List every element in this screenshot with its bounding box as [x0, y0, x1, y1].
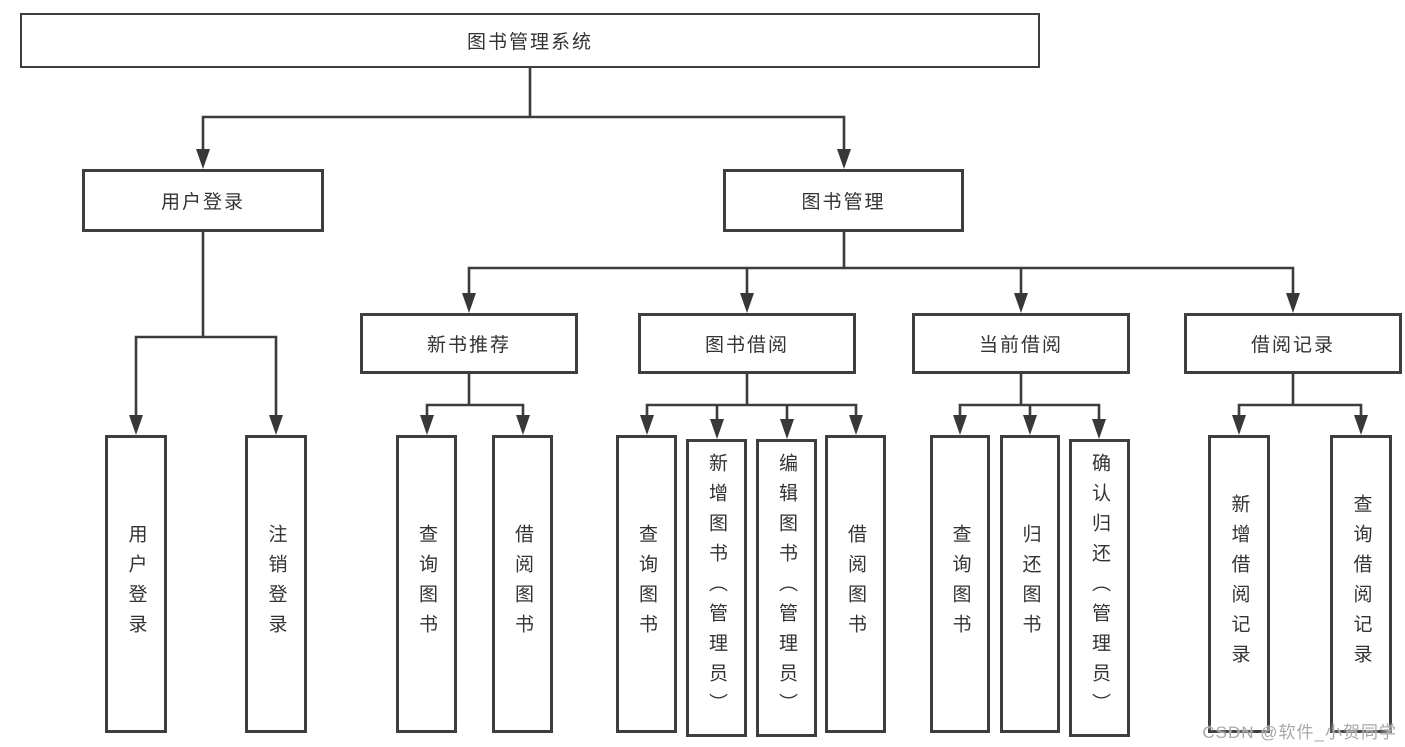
leaf-query-borrow-record: 查询借阅记录: [1330, 435, 1392, 733]
branch-book-management: 图书管理: [723, 169, 964, 232]
leaf-query-books-borrowing-label: 查询图书: [636, 524, 657, 644]
group-current-borrowing-label: 当前借阅: [978, 335, 1063, 356]
branch-user-login-label: 用户登录: [160, 192, 245, 213]
leaf-add-books-admin: 新增图书（管理员）: [686, 439, 747, 737]
leaf-return-books-label: 归还图书: [1019, 524, 1041, 644]
leaf-logout: 注销登录: [245, 435, 307, 733]
leaf-user-login: 用户登录: [105, 435, 167, 733]
leaf-confirm-return-admin: 确认归还（管理员）: [1069, 439, 1130, 737]
leaf-borrow-books-newbook-label: 借阅图书: [512, 524, 533, 644]
leaf-confirm-return-admin-label: 确认归还（管理员）: [1089, 453, 1110, 723]
leaf-add-borrow-record: 新增借阅记录: [1208, 435, 1270, 733]
leaf-borrow-books-borrowing-label: 借阅图书: [845, 524, 866, 644]
leaf-add-borrow-record-label: 新增借阅记录: [1228, 494, 1250, 674]
leaf-add-books-admin-label: 新增图书（管理员）: [706, 453, 727, 723]
group-book-borrowing: 图书借阅: [638, 313, 856, 374]
branch-book-management-label: 图书管理: [801, 192, 886, 213]
group-borrowing-records: 借阅记录: [1184, 313, 1402, 374]
group-borrowing-records-label: 借阅记录: [1250, 335, 1335, 356]
leaf-borrow-books-borrowing: 借阅图书: [825, 435, 886, 733]
root-node-library-system: 图书管理系统: [20, 13, 1040, 68]
leaf-logout-label: 注销登录: [265, 524, 287, 644]
leaf-return-books: 归还图书: [1000, 435, 1060, 733]
leaf-edit-books-admin: 编辑图书（管理员）: [756, 439, 817, 737]
group-new-book-recommend: 新书推荐: [360, 313, 578, 374]
leaf-edit-books-admin-label: 编辑图书（管理员）: [776, 453, 797, 723]
leaf-user-login-label: 用户登录: [125, 524, 147, 644]
leaf-query-books-newbook-label: 查询图书: [416, 524, 437, 644]
leaf-query-books-borrowing: 查询图书: [616, 435, 677, 733]
leaf-query-books-current-label: 查询图书: [949, 524, 971, 644]
root-node-label: 图书管理系统: [466, 32, 593, 53]
group-new-book-recommend-label: 新书推荐: [426, 335, 511, 356]
csdn-watermark: CSDN @软件_小贺同学: [1202, 723, 1397, 742]
leaf-query-books-newbook: 查询图书: [396, 435, 457, 733]
leaf-query-books-current: 查询图书: [930, 435, 990, 733]
leaf-borrow-books-newbook: 借阅图书: [492, 435, 553, 733]
group-book-borrowing-label: 图书借阅: [704, 335, 789, 356]
leaf-query-borrow-record-label: 查询借阅记录: [1350, 494, 1372, 674]
branch-user-login: 用户登录: [82, 169, 324, 232]
group-current-borrowing: 当前借阅: [912, 313, 1130, 374]
